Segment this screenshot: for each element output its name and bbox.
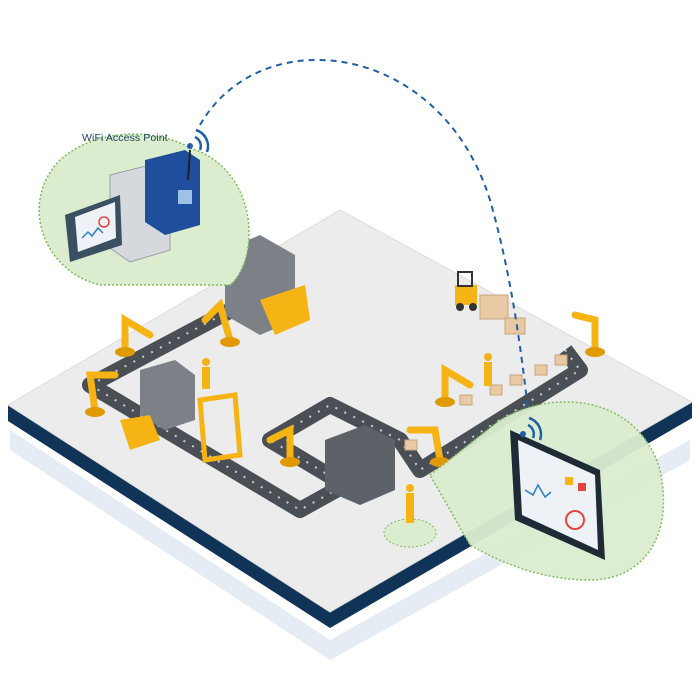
wifi-icon bbox=[520, 416, 543, 441]
forklift-icon bbox=[455, 271, 477, 311]
worker-icon bbox=[202, 353, 492, 548]
wifi-icon bbox=[187, 128, 210, 153]
access-point-label: WiFi Access Point bbox=[82, 132, 168, 144]
cardboard-boxes bbox=[404, 294, 568, 451]
plc-device-icon bbox=[65, 149, 200, 263]
robot-arms bbox=[85, 298, 599, 464]
wireless-link bbox=[199, 58, 529, 411]
machine-units bbox=[120, 235, 395, 505]
tablet-hmi-icon bbox=[510, 430, 605, 560]
robot-bases bbox=[85, 337, 605, 467]
